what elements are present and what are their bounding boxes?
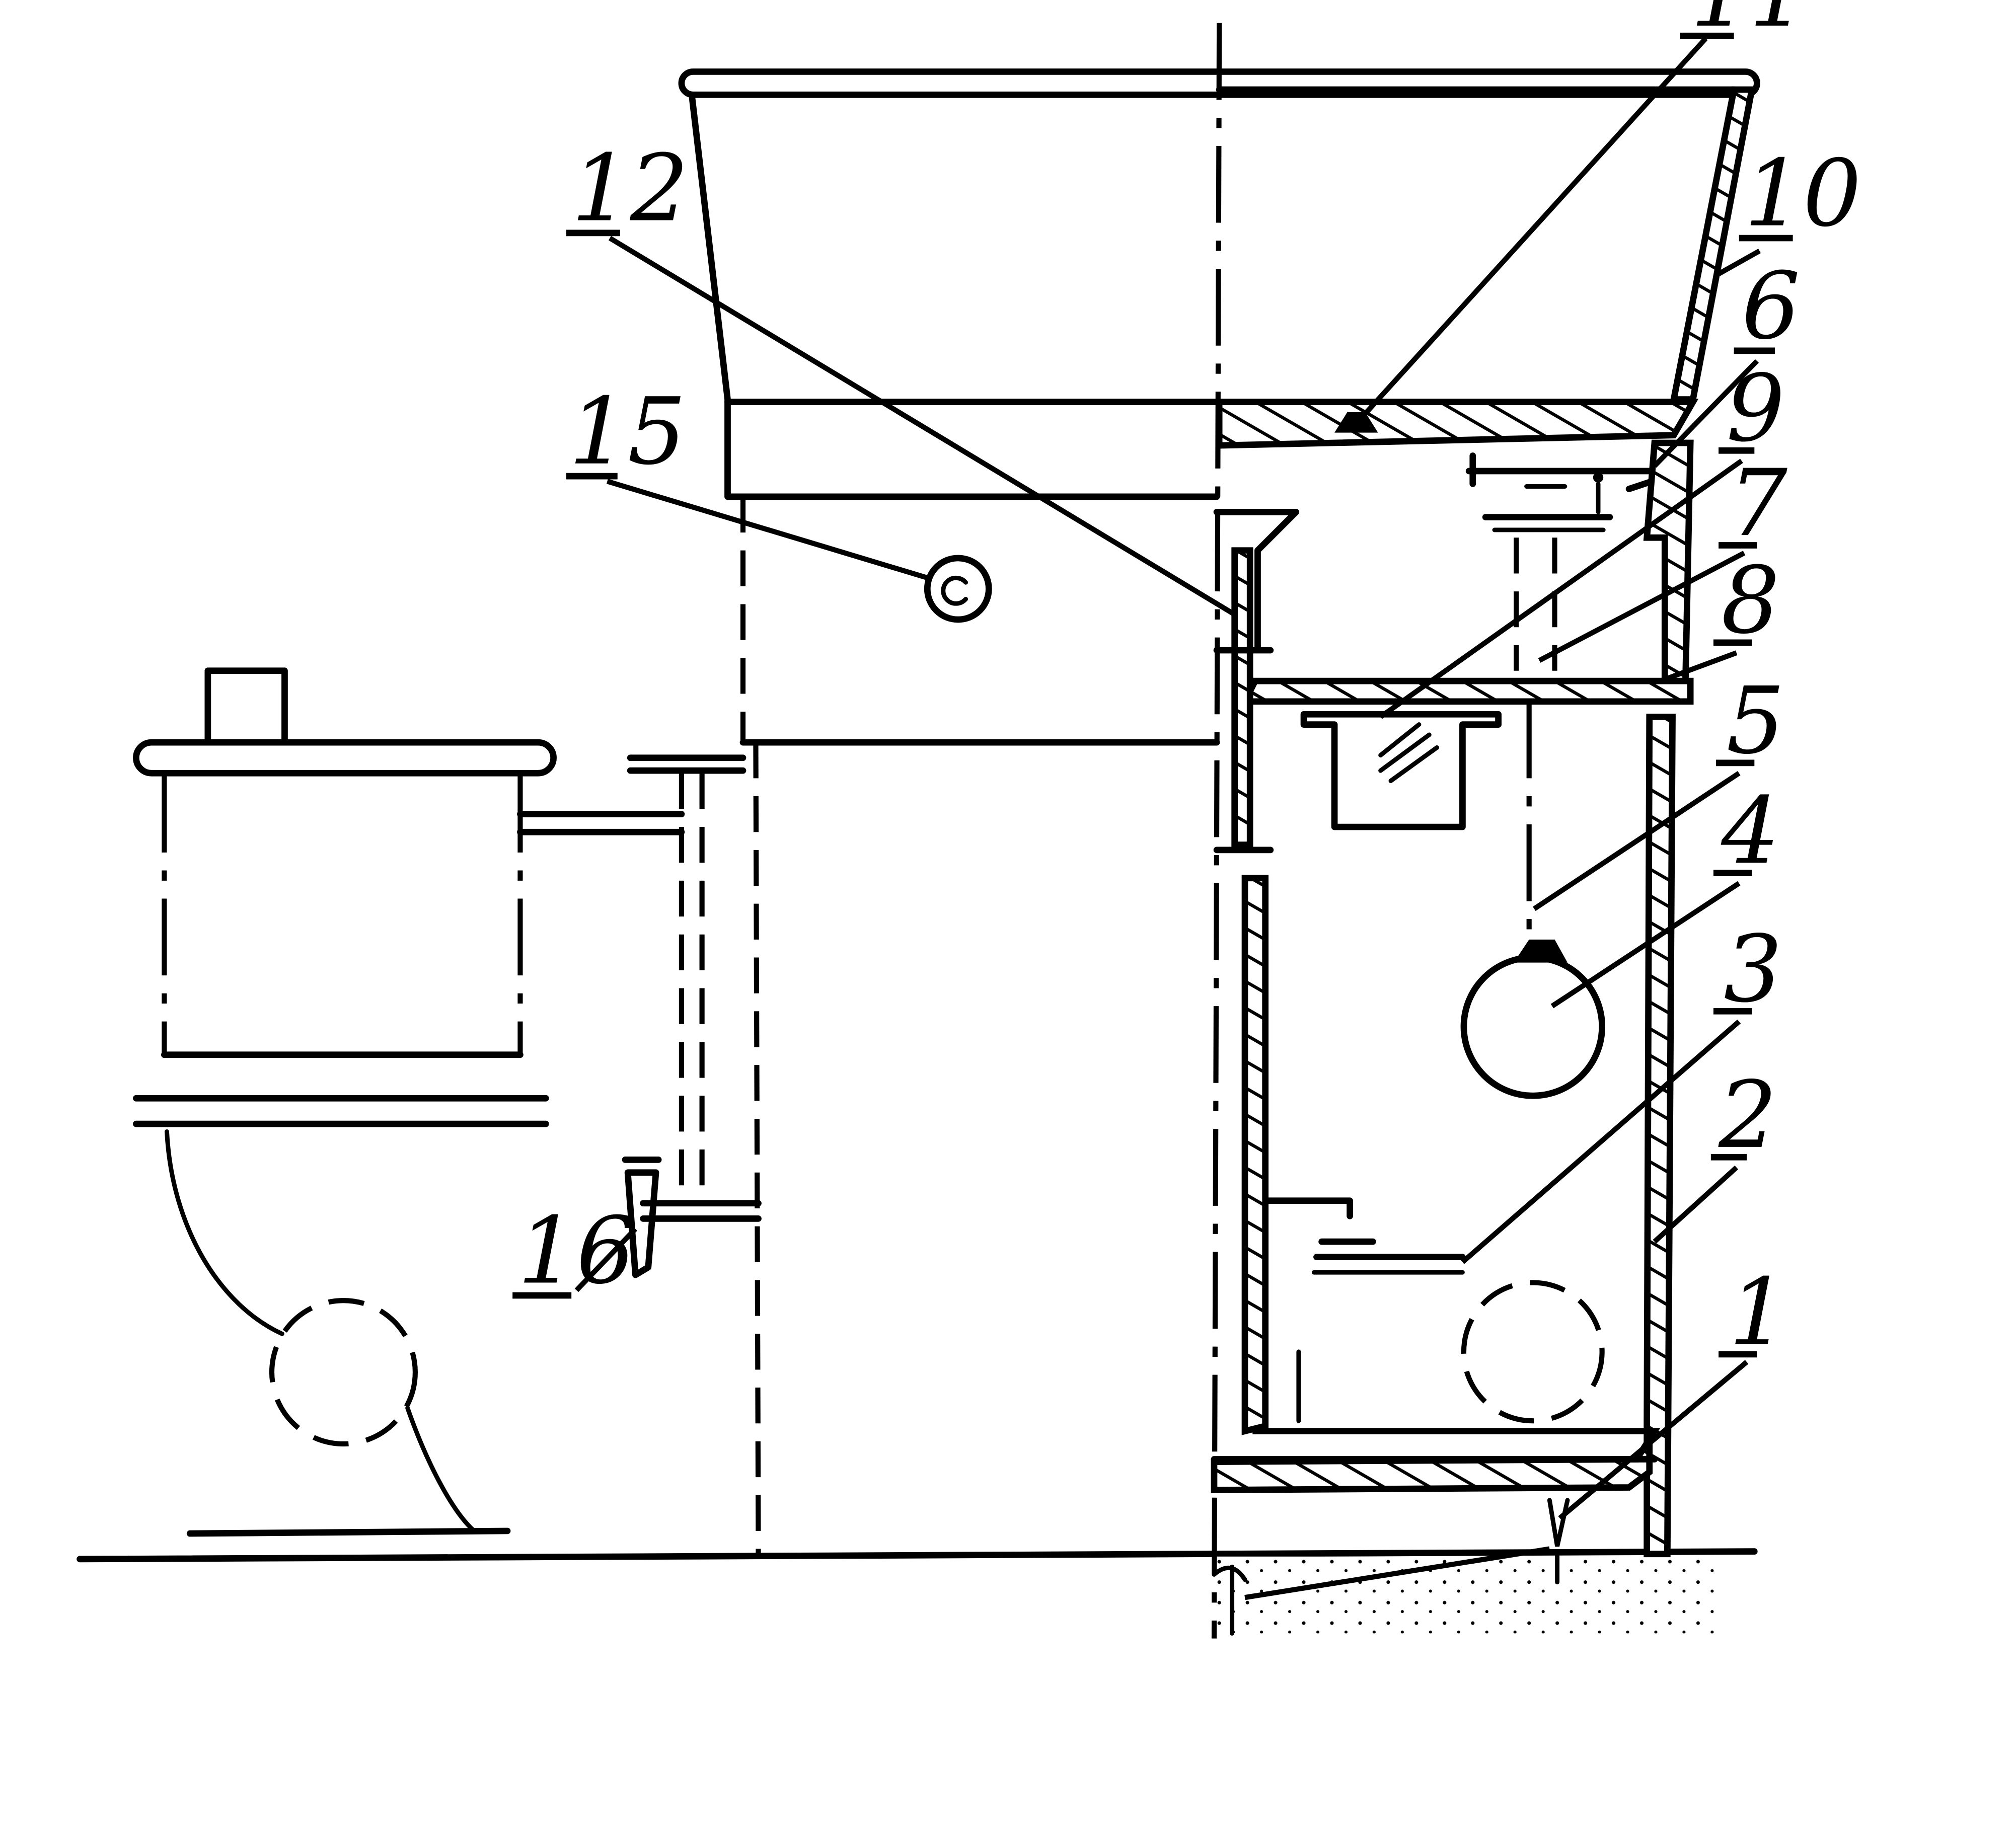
callout-16: 16 <box>512 1198 635 1305</box>
valve-box <box>1300 711 1502 830</box>
leader-lines <box>574 36 1761 1600</box>
partition-plate <box>1239 677 1694 705</box>
callout-2-label: 2 <box>1718 1062 1777 1169</box>
callout-10-label: 10 <box>1744 140 1861 248</box>
lower-tank <box>1211 713 1676 1558</box>
callout-1: 1 <box>1719 1259 1787 1366</box>
callout-9: 9 <box>1719 355 1785 463</box>
callout-labels: 11 10 6 9 7 8 5 4 <box>512 0 1861 1366</box>
supply-pipe <box>627 754 762 1222</box>
outlet-valve <box>1264 1197 1605 1424</box>
center-line <box>1211 23 1222 1639</box>
float-ball-assembly <box>1460 701 1606 1099</box>
callout-1-label: 1 <box>1729 1259 1787 1366</box>
faucet <box>622 1156 662 1278</box>
toilet <box>133 667 685 1537</box>
callout-6-label: 6 <box>1742 253 1801 360</box>
callout-15: 15 <box>566 378 686 486</box>
callout-5: 5 <box>1716 668 1785 775</box>
callout-9-label: 9 <box>1726 355 1784 463</box>
callout-11-label: 11 <box>1690 0 1808 48</box>
callout-10: 10 <box>1739 140 1861 248</box>
upper-basin <box>678 68 1760 500</box>
callout-12: 12 <box>566 135 689 242</box>
left-cabinet <box>739 496 1220 1557</box>
callout-7: 7 <box>1719 450 1787 557</box>
ground <box>77 1548 1758 1634</box>
basin-floor <box>1216 399 1699 449</box>
callout-16-label: 16 <box>517 1198 635 1305</box>
callout-11: 11 <box>1680 0 1808 48</box>
callout-2: 2 <box>1710 1062 1777 1169</box>
callout-4: 4 <box>1713 778 1780 885</box>
callout-5-label: 5 <box>1726 668 1784 775</box>
callout-8: 8 <box>1713 547 1780 654</box>
callout-8-label: 8 <box>1721 547 1780 654</box>
upper-side-wall <box>1643 439 1694 695</box>
inlet-funnel <box>1213 509 1300 854</box>
callout-7-label: 7 <box>1729 450 1787 557</box>
drain <box>1212 1498 1570 1636</box>
callout-4-label: 4 <box>1721 778 1780 885</box>
callout-3: 3 <box>1713 916 1782 1023</box>
valve-mechanism <box>1465 452 1686 671</box>
callout-15-label: 15 <box>569 378 686 486</box>
callout-12-label: 12 <box>571 135 689 242</box>
callout-6: 6 <box>1734 253 1801 360</box>
callout-3-label: 3 <box>1724 916 1782 1023</box>
